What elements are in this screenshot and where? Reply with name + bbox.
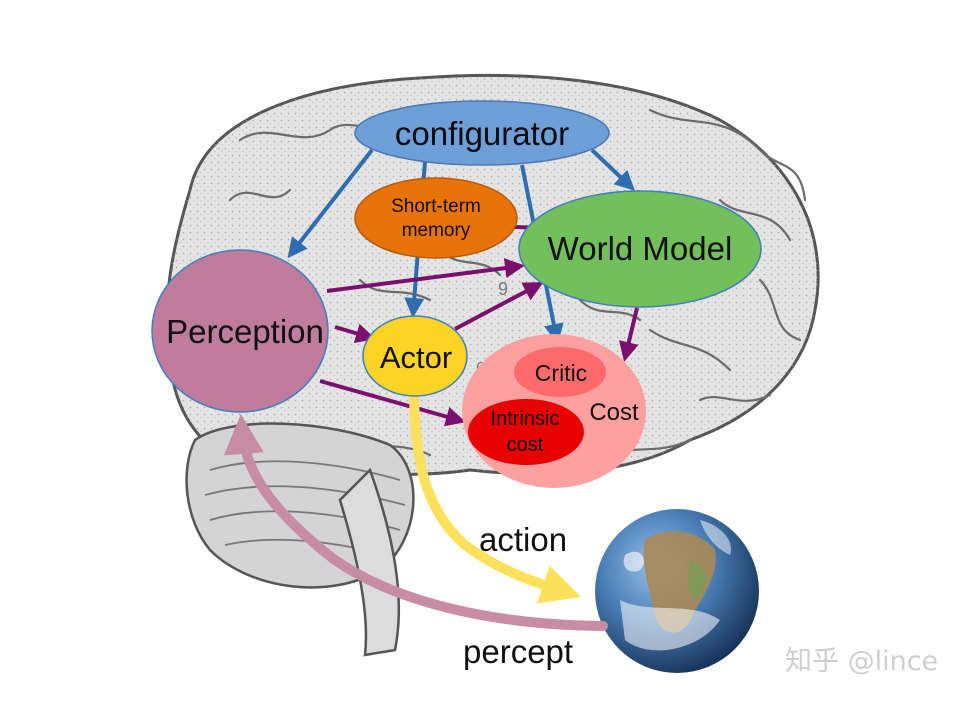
cost-node: Critic Intrinsic cost Cost xyxy=(462,334,646,488)
intrinsic-cost-node xyxy=(468,399,584,465)
memory-label-line2: memory xyxy=(402,220,471,241)
watermark: 知乎 @lince xyxy=(785,646,938,677)
actor-label: Actor xyxy=(380,340,452,375)
arrow-perception-to-world-model xyxy=(326,258,525,293)
action-flow: action xyxy=(409,390,582,604)
arrow-configurator-to-perception xyxy=(287,148,374,259)
percept-arrow xyxy=(223,414,608,631)
earth-globe xyxy=(595,509,759,673)
action-label: action xyxy=(479,521,567,558)
percept-flow: percept xyxy=(223,414,608,670)
critic-label: Critic xyxy=(535,360,587,386)
configurator-node: configurator xyxy=(354,100,610,166)
intrinsic-cost-label-line2: cost xyxy=(507,434,544,456)
configurator-label: configurator xyxy=(395,115,569,152)
brain-number-9: 9 xyxy=(498,279,508,299)
arrow-perception-to-actor xyxy=(334,323,376,344)
cost-label: Cost xyxy=(589,399,639,426)
memory-label-line1: Short-term xyxy=(391,196,481,217)
world-model-label: World Model xyxy=(548,230,733,267)
perception-label: Perception xyxy=(166,313,324,350)
perception-node: Perception xyxy=(151,249,329,413)
arrow-perception-to-cost xyxy=(319,379,466,427)
arrow-actor-to-world-model xyxy=(454,282,544,331)
short-term-memory-node: Short-term memory xyxy=(354,177,518,259)
world-model-node: World Model xyxy=(518,190,762,308)
brain-stem xyxy=(338,467,401,657)
critic-node xyxy=(514,347,606,397)
arrow-world-model-to-cost xyxy=(619,307,639,362)
percept-label: percept xyxy=(463,633,573,670)
action-arrow xyxy=(409,390,582,604)
brain-illustration: 9 6 xyxy=(165,73,820,657)
arrow-configurator-to-world-model xyxy=(590,148,635,191)
intrinsic-cost-label-line1: Intrinsic xyxy=(491,408,560,430)
actor-node: Actor xyxy=(362,315,468,397)
